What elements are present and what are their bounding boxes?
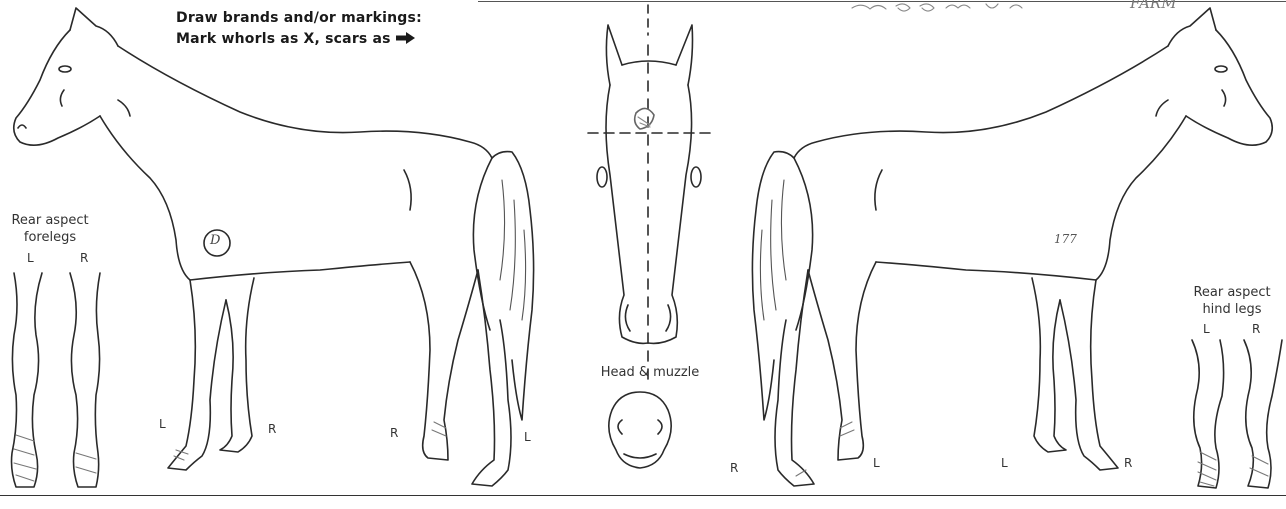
right-horse-hind-left-label: L xyxy=(1001,456,1008,470)
left-horse-front-right-label: R xyxy=(268,422,276,436)
left-horse-brand-mark: D xyxy=(210,233,220,248)
hindlegs-left-label: L xyxy=(1203,322,1210,336)
left-side-horse-drawing xyxy=(0,0,560,500)
head-front-drawing xyxy=(580,5,720,385)
right-horse-front-right-label: R xyxy=(1124,456,1132,470)
hindlegs-title-line2: hind legs xyxy=(1178,301,1286,318)
hindlegs-view-title: Rear aspect hind legs xyxy=(1178,284,1286,318)
right-horse-brand-mark: 177 xyxy=(1054,232,1077,246)
muzzle-drawing xyxy=(600,388,680,478)
head-muzzle-caption: Head & muzzle xyxy=(575,364,725,381)
left-horse-front-left-label: L xyxy=(159,417,166,431)
hindlegs-rear-drawing xyxy=(1182,336,1286,500)
right-horse-hind-right-label: R xyxy=(730,461,738,475)
hindlegs-right-label: R xyxy=(1252,322,1260,336)
hindlegs-title-line1: Rear aspect xyxy=(1178,284,1286,301)
right-horse-front-left-label: L xyxy=(873,456,880,470)
left-horse-hind-right-label: R xyxy=(390,426,398,440)
left-horse-hind-left-label: L xyxy=(524,430,531,444)
